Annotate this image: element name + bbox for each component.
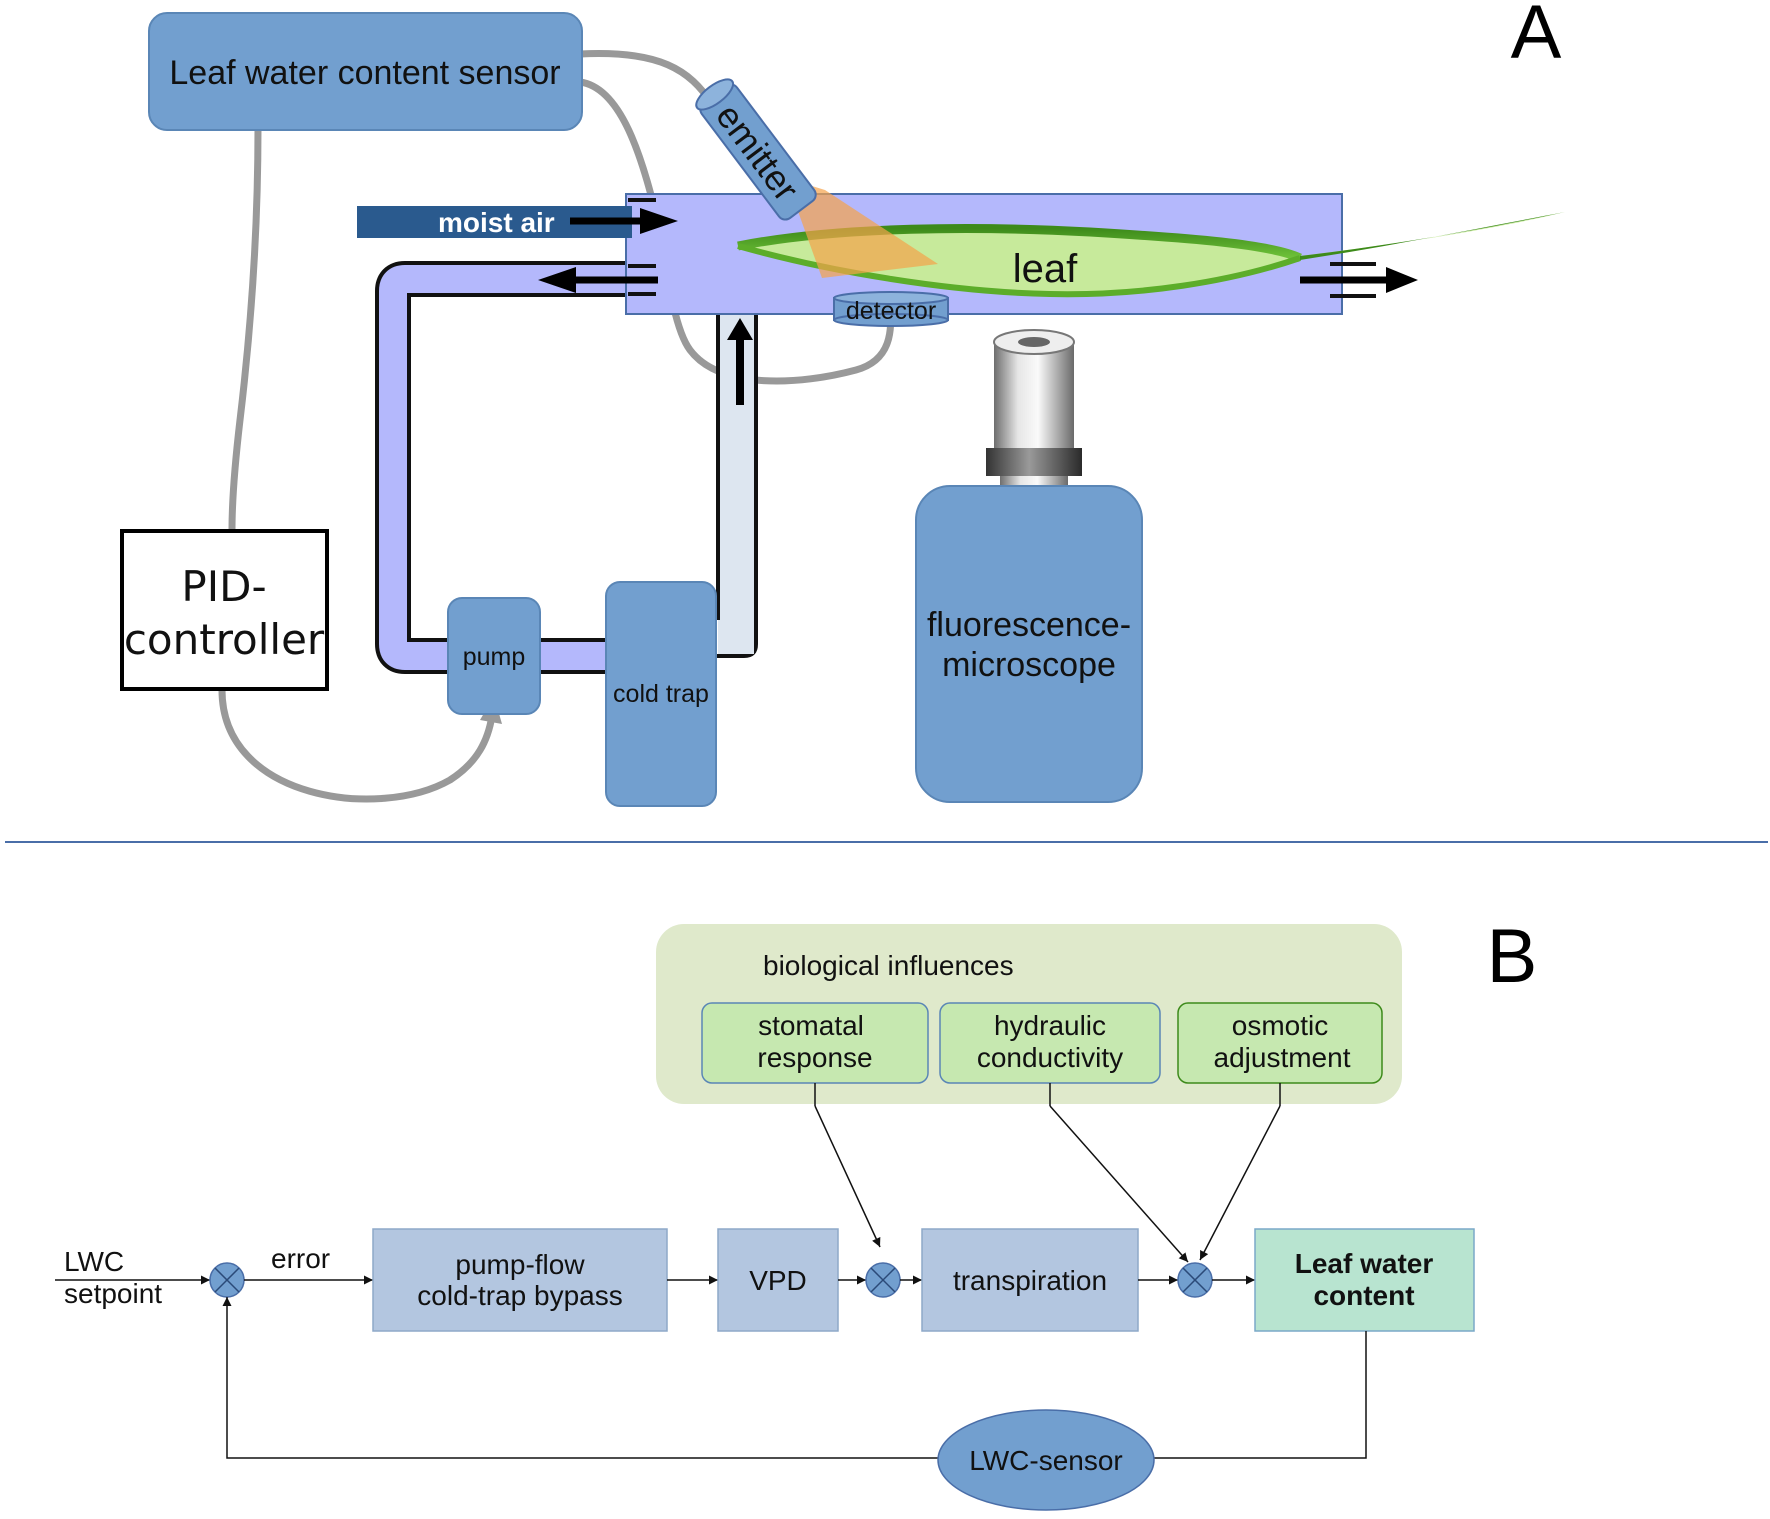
cold-trap-label: cold trap (613, 680, 709, 708)
leaf-label: leaf (1013, 247, 1078, 291)
pid-label-line2: controller (124, 615, 325, 664)
lwc-line2: content (1313, 1280, 1414, 1311)
panel-b-letter: B (1487, 914, 1538, 999)
setpoint-line2: setpoint (64, 1278, 162, 1309)
pump-flow-line1: pump-flow (455, 1249, 585, 1280)
pid-controller-box (120, 529, 329, 691)
transpiration-label: transpiration (953, 1265, 1107, 1296)
bio-group-label: biological influences (763, 950, 1014, 981)
pump-flow-line2: cold-trap bypass (417, 1280, 622, 1311)
vpd-block (717, 1228, 839, 1332)
hydraulic-line2: conductivity (977, 1042, 1123, 1073)
stomatal-line1: stomatal (758, 1010, 864, 1041)
summing-junction-stomatal (865, 1262, 901, 1298)
pump-flow-block (372, 1228, 668, 1332)
pump-box (447, 597, 541, 715)
pump-label: pump (463, 643, 526, 671)
error-label: error (271, 1243, 330, 1274)
sensor-label: Leaf water content sensor (169, 54, 560, 92)
lwc-line1: Leaf water (1295, 1248, 1434, 1279)
lwc-sensor-ellipse (937, 1409, 1155, 1511)
stomatal-line2: response (757, 1042, 872, 1073)
lwc-sensor-label: LWC-sensor (969, 1445, 1123, 1476)
osmotic-line1: osmotic (1232, 1010, 1328, 1041)
detector-label: detector (846, 297, 936, 325)
pid-label-line1: PID- (181, 562, 266, 611)
osmotic-line2: adjustment (1214, 1042, 1351, 1073)
detector: detector (833, 291, 949, 327)
feedback-line (222, 1297, 1367, 1459)
cold-trap-box (605, 581, 717, 807)
cable-sensor-to-detector (579, 78, 895, 385)
moist-air-label: moist air (438, 207, 555, 238)
setpoint-line1: LWC (64, 1246, 124, 1277)
summing-junction-error (209, 1262, 245, 1298)
panel-b: B biological influences stomatal respons… (55, 914, 1538, 1511)
microscope-label-line1: fluorescence- (927, 606, 1131, 644)
cable-sensor-to-emitter (579, 49, 715, 106)
hydraulic-line1: hydraulic (994, 1010, 1106, 1041)
panel-a: pump cold trap moist air leaf (120, 0, 1565, 807)
leaf-water-content-sensor-box (148, 12, 583, 131)
microscope-objective (986, 329, 1082, 496)
vpd-label: VPD (749, 1265, 807, 1296)
fluorescence-microscope-box (915, 485, 1143, 803)
summing-junction-hydraulic-osmotic (1177, 1262, 1213, 1298)
cable-pid-to-pump (218, 689, 496, 803)
cable-sensor-to-pid (228, 127, 262, 531)
transpiration-block (921, 1228, 1139, 1332)
emitter-label: emitter (708, 96, 807, 209)
panel-a-letter: A (1511, 0, 1562, 75)
leaf-water-content-block (1254, 1228, 1475, 1332)
microscope-label-line2: microscope (942, 646, 1116, 684)
emitter-beam (786, 178, 938, 278)
